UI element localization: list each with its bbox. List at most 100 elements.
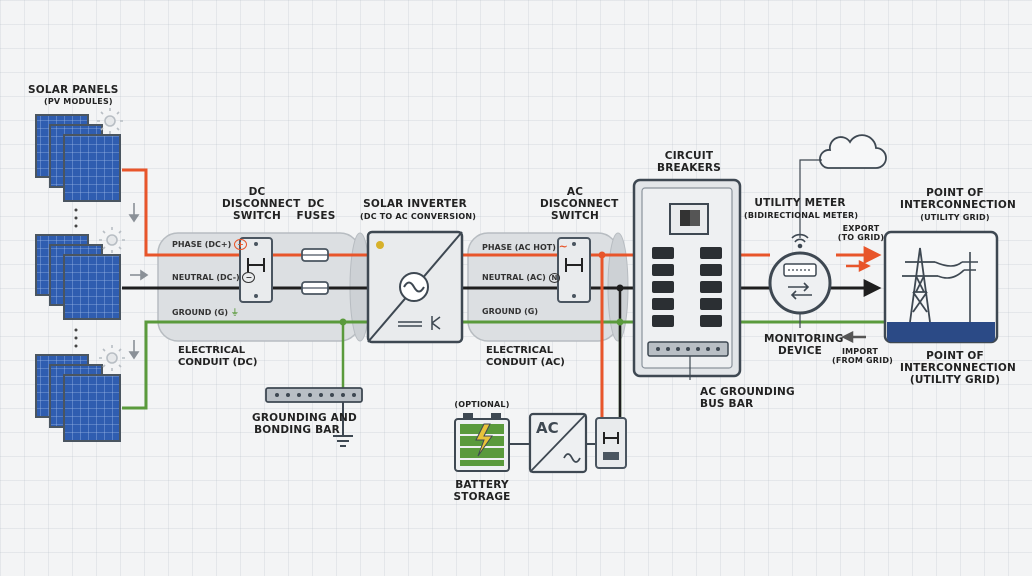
dc-ground-text: GROUND (G) <box>172 308 229 317</box>
ac-disconnect-label: AC DISCONNECT SWITCH <box>540 186 619 223</box>
transmission-tower-icon <box>902 247 938 323</box>
ac-phase-label: PHASE (AC HOT) ~ <box>482 240 568 253</box>
breakers-line1: CIRCUIT <box>664 150 714 162</box>
dc-fuse-icon <box>301 248 329 295</box>
junction-dot <box>616 284 624 292</box>
export-arrow-icon <box>846 259 871 273</box>
import-line1: IMPORT <box>841 347 879 356</box>
export-label: EXPORT (TO GRID) <box>836 224 886 242</box>
conduit-dc-line1: ELECTRICAL <box>178 345 246 356</box>
poi-bottom-line1: POINT OF <box>926 350 984 362</box>
cloud-icon <box>819 134 887 169</box>
battery-line1: BATTERY <box>455 479 509 491</box>
junction-dot <box>598 251 606 259</box>
ac-box-label: AC <box>536 419 559 437</box>
monitoring-line1: MONITORING <box>764 333 844 345</box>
breaker-panel <box>632 178 742 378</box>
grounding-bar-label: GROUNDING AND BONDING BAR <box>252 412 357 437</box>
dc-neutral-text: NEUTRAL (DC-) <box>172 273 240 282</box>
conduit-dc-line2: CONDUIT (DC) <box>178 357 258 368</box>
utility-meter <box>768 251 832 315</box>
grounding-bar-line2: BONDING BAR <box>254 424 340 437</box>
meter-subtitle: (BIDIRECTIONAL METER) <box>744 211 859 220</box>
ellipsis-dots <box>74 208 78 348</box>
ac-ground-bus-line1: AC GROUNDING <box>700 386 795 398</box>
breakers-line2: BREAKERS <box>657 162 721 175</box>
ground-wire-dc <box>122 320 368 410</box>
inverter-subtitle: (DC TO AC CONVERSION) <box>360 212 477 221</box>
grounding-bar-line1: GROUNDING AND <box>252 412 357 424</box>
utility-pole-icon <box>934 252 978 322</box>
grounding-bar <box>265 387 363 403</box>
dc-ground-label: GROUND (G) ⏚ <box>172 307 239 318</box>
poi-top-subtitle: (UTILITY GRID) <box>920 213 990 222</box>
earth-ground-icon <box>333 402 353 447</box>
conduit-ac-line2: CONDUIT (AC) <box>486 357 565 368</box>
junction-dot <box>339 318 347 326</box>
breakers-label: CIRCUIT BREAKERS <box>652 150 726 174</box>
dc-disconnect-label: DC DISCONNECT SWITCH <box>222 186 301 223</box>
ac-ground-bus-line2: BUS BAR <box>700 398 754 411</box>
battery-disconnect-switch <box>595 417 627 469</box>
utility-grid-box <box>883 230 999 344</box>
inverter-title: SOLAR INVERTER <box>363 198 467 210</box>
solar-panels-subtitle: (PV MODULES) <box>44 97 113 106</box>
import-line2: (FROM GRID) <box>832 356 894 366</box>
ground-symbol-icon: ⏚ <box>230 308 239 317</box>
poi-bottom-line2: INTERCONNECTION <box>900 362 1016 375</box>
solar-panels-title: SOLAR PANELS <box>28 84 119 96</box>
ac-disconnect-line2: DISCONNECT <box>540 198 619 211</box>
import-arrow-icon <box>841 330 866 344</box>
poi-top-line1: POINT OF <box>926 187 984 199</box>
junction-dot <box>616 318 624 326</box>
monitoring-line2: DEVICE <box>778 345 822 358</box>
solar-inverter <box>366 230 464 344</box>
plus-symbol-icon: + <box>234 239 247 250</box>
flow-arrows-panels <box>128 203 149 360</box>
export-line1: EXPORT <box>842 224 880 233</box>
minus-symbol-icon: − <box>242 272 256 283</box>
dc-disconnect-line1: DC <box>248 186 266 198</box>
poi-bottom-label: POINT OF INTERCONNECTION (UTILITY GRID) <box>900 350 1016 387</box>
dc-disconnect-line2: DISCONNECT <box>222 198 301 211</box>
ac-ground-text: GROUND (G) <box>482 307 539 316</box>
battery-line2: STORAGE <box>453 491 511 504</box>
ac-neutral-label: NEUTRAL (AC) N <box>482 273 561 283</box>
solar-panel-group-bottom <box>35 354 121 442</box>
poi-top-line2: INTERCONNECTION <box>900 199 1016 212</box>
import-label: IMPORT (FROM GRID) <box>832 347 894 366</box>
solar-panel-group-middle <box>35 234 121 320</box>
export-line2: (TO GRID) <box>837 233 885 243</box>
ac-ground-label: GROUND (G) <box>482 307 538 316</box>
conduit-ac-label: ELECTRICAL CONDUIT (AC) <box>486 345 565 369</box>
cloud-link <box>799 159 822 238</box>
ac-disconnect-line3: SWITCH <box>551 210 599 223</box>
dc-neutral-label: NEUTRAL (DC-) − <box>172 272 256 283</box>
solar-panel-group-top <box>35 114 121 202</box>
ac-neutral-text: NEUTRAL (AC) <box>482 273 546 282</box>
ac-ground-bus-label: AC GROUNDING BUS BAR <box>700 386 795 411</box>
dc-fuses-line1: DC <box>307 198 325 210</box>
monitoring-label: MONITORING DEVICE <box>764 333 844 358</box>
neutral-symbol-icon: N <box>548 273 561 283</box>
dc-phase-label: PHASE (DC+) + <box>172 239 247 250</box>
sun-icon <box>97 108 125 371</box>
battery-storage <box>454 413 510 472</box>
ac-disconnect-switch <box>557 237 591 303</box>
dc-disconnect-line3: SWITCH <box>233 210 281 223</box>
dc-fuses-label: DC FUSES <box>296 198 336 222</box>
ac-phase-text: PHASE (AC HOT) <box>482 243 556 252</box>
battery-label: BATTERY STORAGE <box>448 479 516 503</box>
ac-disconnect-line1: AC <box>566 186 584 198</box>
poi-bottom-line3: (UTILITY GRID) <box>909 374 1001 387</box>
conduit-dc-label: ELECTRICAL CONDUIT (DC) <box>178 345 257 369</box>
wifi-icon <box>791 233 809 249</box>
dc-phase-text: PHASE (DC+) <box>172 240 232 249</box>
battery-optional-label: (OPTIONAL) <box>454 400 510 409</box>
breaker-switches <box>652 247 722 327</box>
dc-fuses-line2: FUSES <box>296 210 336 223</box>
dc-disconnect-switch <box>239 237 273 303</box>
conduit-ac-line1: ELECTRICAL <box>486 345 554 356</box>
